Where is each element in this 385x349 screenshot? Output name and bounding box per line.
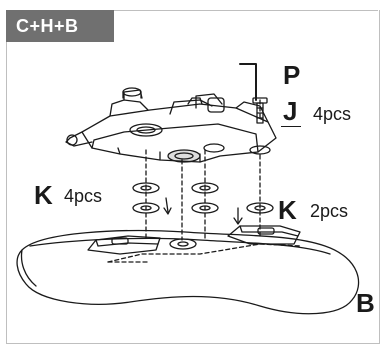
seat-bracket-left [87, 235, 161, 255]
washers-k [132, 182, 274, 250]
label-b: B [356, 288, 375, 318]
panel-top-border [114, 10, 378, 11]
label-j-underline [281, 126, 301, 127]
label-p: P [283, 60, 301, 90]
down-arrows [163, 197, 243, 225]
hex-key [239, 63, 257, 101]
label-j-qty: 4pcs [313, 104, 352, 124]
alignment-lines [145, 99, 261, 241]
label-k-right: K [278, 195, 297, 225]
label-k-right-qty: 2pcs [310, 201, 349, 221]
bolt-j [252, 97, 268, 124]
label-k-left: K [34, 180, 53, 210]
label-j: J [283, 96, 298, 126]
tilt-mechanism [65, 87, 277, 163]
label-k-left-qty: 4pcs [64, 186, 103, 206]
step-label: C+H+B [6, 10, 114, 42]
panel-border [6, 10, 380, 344]
seat-bracket-right [227, 225, 301, 245]
seat-shell [16, 229, 360, 315]
mount-outline [107, 243, 301, 263]
